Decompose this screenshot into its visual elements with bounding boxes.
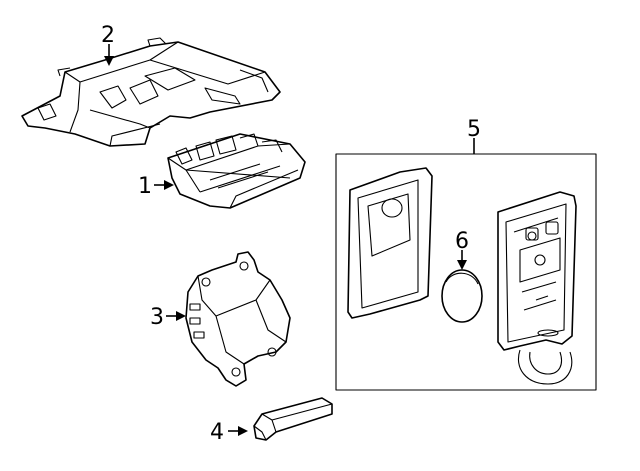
callout-1: 1: [138, 174, 152, 199]
callout-arrows: [104, 44, 475, 436]
callout-4: 4: [210, 420, 224, 445]
part-2-bracket: [21, 37, 281, 147]
part-3-module: [185, 251, 291, 387]
part-6-battery: [441, 269, 483, 323]
callout-5: 5: [467, 117, 481, 142]
part-5-fob-case: [347, 167, 433, 319]
part-5-box: [335, 153, 597, 391]
part-5-fob-transmitter: [497, 191, 577, 385]
callout-6: 6: [455, 229, 469, 254]
part-4-key-blade: [253, 397, 333, 441]
part-1-module: [167, 133, 306, 209]
callout-3: 3: [150, 305, 164, 330]
callout-2: 2: [101, 23, 115, 48]
